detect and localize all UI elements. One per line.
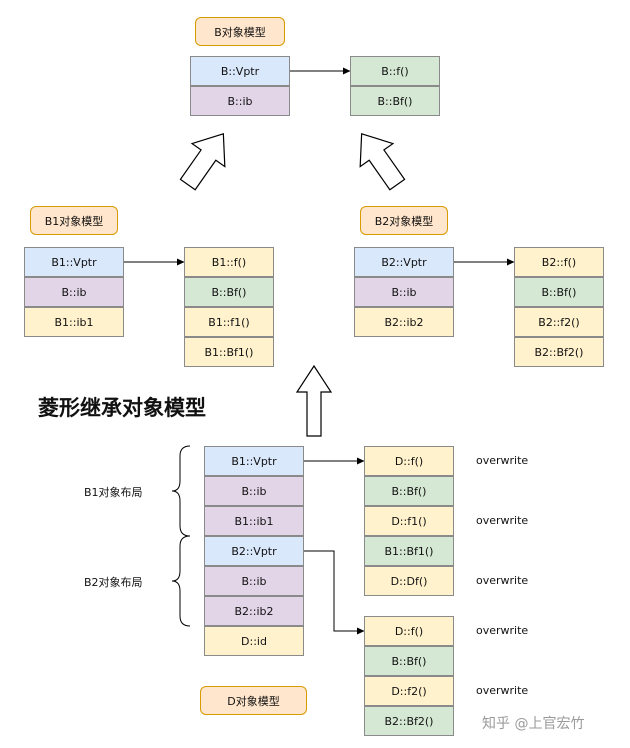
b1-object-ib: B::ib (24, 277, 124, 307)
d-vtable1-bf1: B1::Bf1() (364, 536, 454, 566)
d-object-ib-1: B::ib (204, 476, 304, 506)
inheritance-arrow-icon (179, 132, 226, 191)
d-vtable2-bf2: B2::Bf2() (364, 706, 454, 736)
curly-brace-icon (171, 445, 191, 537)
d-b2vptr-arrow (304, 550, 365, 635)
b-object-vptr: B::Vptr (190, 56, 290, 86)
d-object-ib1: B1::ib1 (204, 506, 304, 536)
b2-model-label: B2对象模型 (360, 206, 448, 235)
overwrite-note: overwrite (476, 684, 529, 697)
b1-vtable-f1: B1::f1() (184, 307, 274, 337)
d-object-id: D::id (204, 626, 304, 656)
overwrite-note: overwrite (476, 624, 529, 637)
d-model-label: D对象模型 (200, 686, 307, 715)
d-object-b2vptr: B2::Vptr (204, 536, 304, 566)
d-vtable1-f: D::f() (364, 446, 454, 476)
b-model-label: B对象模型 (195, 17, 285, 46)
b-vtable-f: B::f() (350, 56, 440, 86)
overwrite-note: overwrite (476, 454, 529, 467)
b-vtable-bf: B::Bf() (350, 86, 440, 116)
inheritance-arrow-icon (359, 132, 406, 191)
b-object-ib: B::ib (190, 86, 290, 116)
watermark: 知乎 @上官宏竹 (482, 716, 585, 732)
overwrite-note: overwrite (476, 514, 529, 527)
d-object-ib-2: B::ib (204, 566, 304, 596)
curly-brace-icon (171, 535, 191, 627)
d-object-ib2: B2::ib2 (204, 596, 304, 626)
d-vtable2-f: D::f() (364, 616, 454, 646)
d-object-b1vptr: B1::Vptr (204, 446, 304, 476)
b1-object-ib1: B1::ib1 (24, 307, 124, 337)
b1-layout-label: B1对象布局 (84, 486, 143, 499)
diagram-title: 菱形继承对象模型 (38, 396, 206, 420)
b2-vtable-bf: B::Bf() (514, 277, 604, 307)
d-vtable2-f2: D::f2() (364, 676, 454, 706)
b2-object-ib: B::ib (354, 277, 454, 307)
b1-model-label: B1对象模型 (30, 206, 118, 235)
b2-vtable-bf2: B2::Bf2() (514, 337, 604, 367)
inheritance-arrow-icon (295, 364, 333, 437)
b1-vtable-f: B1::f() (184, 247, 274, 277)
b2-layout-label: B2对象布局 (84, 576, 143, 589)
overwrite-note: overwrite (476, 574, 529, 587)
b2-vtable-f: B2::f() (514, 247, 604, 277)
d-vtable1-f1: D::f1() (364, 506, 454, 536)
b1-vtable-bf1: B1::Bf1() (184, 337, 274, 367)
b2-vtable-f2: B2::f2() (514, 307, 604, 337)
b1-object-vptr: B1::Vptr (24, 247, 124, 277)
d-vtable1-bf: B::Bf() (364, 476, 454, 506)
b1-vtable-bf: B::Bf() (184, 277, 274, 307)
d-vtable2-bf: B::Bf() (364, 646, 454, 676)
b2-object-ib2: B2::ib2 (354, 307, 454, 337)
b2-object-vptr: B2::Vptr (354, 247, 454, 277)
d-vtable1-df: D::Df() (364, 566, 454, 596)
